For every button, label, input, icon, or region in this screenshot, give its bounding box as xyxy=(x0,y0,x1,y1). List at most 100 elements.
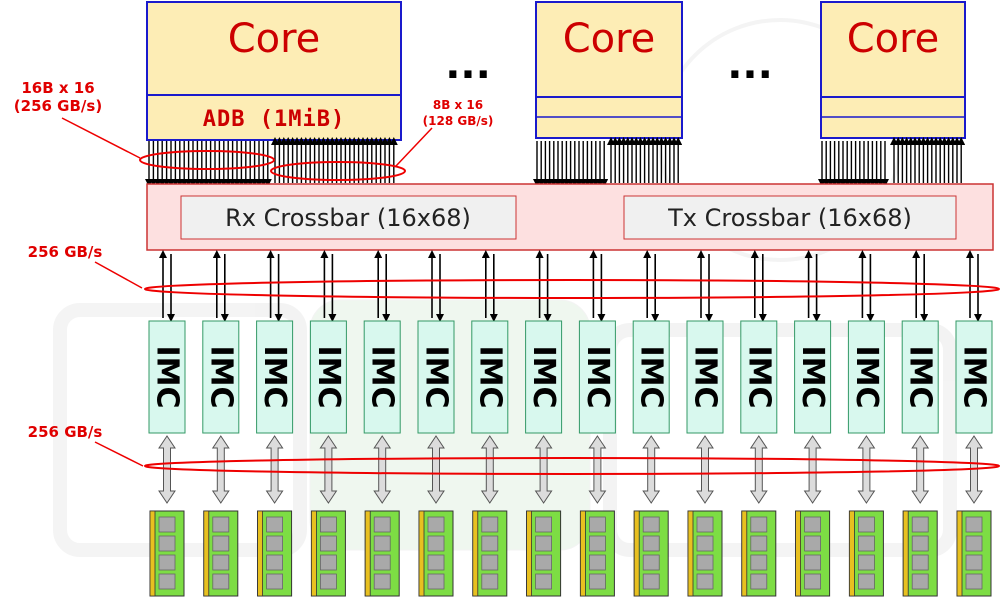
memory-chip xyxy=(750,573,768,590)
memory-chip xyxy=(319,554,337,571)
memory-chip xyxy=(589,573,606,590)
core-read-bw-line2: (256 GB/s) xyxy=(14,97,102,115)
imc-block: IMC xyxy=(256,320,294,434)
memory-chip xyxy=(535,516,552,533)
memory-bus-arrow xyxy=(803,435,822,504)
memory-chip xyxy=(319,573,337,590)
imc-block: IMC xyxy=(740,320,778,434)
memory-chip xyxy=(212,554,230,571)
memory-chip xyxy=(535,535,552,552)
memory-module xyxy=(848,510,884,597)
imc-block: IMC xyxy=(309,320,347,434)
memory-chip xyxy=(427,554,445,571)
memory-chip xyxy=(750,535,768,552)
imc-block: IMC xyxy=(363,320,401,434)
memory-chip xyxy=(965,535,983,552)
memory-bus-arrow xyxy=(158,435,176,504)
imc-label: IMC xyxy=(580,345,615,408)
memory-chip xyxy=(696,535,714,552)
memory-chip xyxy=(696,573,714,590)
memory-bus-arrow xyxy=(911,435,930,504)
memory-chip xyxy=(696,554,714,571)
memory-chip xyxy=(373,573,391,590)
memory-chip xyxy=(750,516,768,533)
imc-block: IMC xyxy=(202,320,240,434)
memory-chip xyxy=(696,516,714,533)
memory-chip xyxy=(427,535,445,552)
memory-chip xyxy=(804,573,821,590)
memory-chip xyxy=(535,573,552,590)
memory-chip xyxy=(911,516,929,533)
memory-chip xyxy=(266,554,284,571)
memory-chip xyxy=(642,573,660,590)
memory-chip xyxy=(373,554,391,571)
core-block-1: Core ADB (1MiB) xyxy=(146,1,402,141)
imc-label: IMC xyxy=(957,345,992,408)
memory-module xyxy=(364,510,400,597)
memory-bus-arrow xyxy=(319,435,338,504)
imc-block: IMC xyxy=(525,320,563,434)
core-read-bw-line1: 16B x 16 xyxy=(21,79,94,97)
imc-label: IMC xyxy=(903,345,938,408)
memory-chip xyxy=(481,516,499,533)
imc-block: IMC xyxy=(578,320,616,434)
memory-module xyxy=(795,510,831,597)
imc-block: IMC xyxy=(417,320,455,434)
memory-chip xyxy=(427,516,445,533)
memory-chip xyxy=(266,516,284,533)
imc-label: IMC xyxy=(257,345,292,408)
imc-label: IMC xyxy=(203,345,238,408)
imc-block: IMC xyxy=(686,320,724,434)
rx-crossbar-label: Rx Crossbar (16x68) xyxy=(225,204,471,232)
memory-chip xyxy=(212,573,230,590)
memory-module xyxy=(687,510,723,597)
memory-chip xyxy=(158,535,176,552)
memory-module xyxy=(526,510,562,597)
tx-crossbar-label: Tx Crossbar (16x68) xyxy=(667,204,912,232)
memory-chip xyxy=(589,516,606,533)
memory-bus-arrow xyxy=(749,435,768,504)
memory-module xyxy=(418,510,454,597)
memory-chip xyxy=(589,554,606,571)
core-label: Core xyxy=(847,16,940,62)
memory-chip xyxy=(804,535,821,552)
imc-row: IMC IMC IMC IMC IMC IMC IMC IMC IMC IMC IMC IMC IMC I… xyxy=(148,320,993,434)
imc-label: IMC xyxy=(741,345,776,408)
memory-chip xyxy=(911,535,929,552)
ellipsis-2: ... xyxy=(727,42,773,88)
memory-module xyxy=(203,510,239,597)
adb-cache-label: ADB (1MiB) xyxy=(203,107,345,132)
memory-chip xyxy=(158,516,176,533)
imc-label: IMC xyxy=(849,345,884,408)
imc-block: IMC xyxy=(901,320,939,434)
memory-bus-arrow xyxy=(857,435,876,504)
memory-module xyxy=(902,510,938,597)
ellipsis-1: ... xyxy=(445,42,491,88)
memory-chip xyxy=(858,554,875,571)
memory-module xyxy=(310,510,346,597)
imc-label: IMC xyxy=(795,345,830,408)
memory-chip xyxy=(858,516,875,533)
memory-chip xyxy=(642,535,660,552)
imc-block: IMC xyxy=(148,320,186,434)
memory-chip xyxy=(965,516,983,533)
imc-label: IMC xyxy=(311,345,346,408)
imc-block: IMC xyxy=(847,320,885,434)
core-block-2: Core xyxy=(535,1,683,139)
memory-module xyxy=(741,510,777,597)
imc-block: IMC xyxy=(471,320,509,434)
memory-chip xyxy=(158,573,176,590)
crossbar-imc-bw-label: 256 GB/s xyxy=(28,243,103,261)
memory-chip xyxy=(804,554,821,571)
memory-chip xyxy=(212,535,230,552)
memory-chip xyxy=(858,535,875,552)
imc-block: IMC xyxy=(955,320,993,434)
memory-module xyxy=(579,510,615,597)
memory-module xyxy=(472,510,508,597)
crossbar-block: Rx Crossbar (16x68) Tx Crossbar (16x68) xyxy=(146,183,994,251)
core-block-3: Core xyxy=(820,1,966,139)
memory-module xyxy=(956,510,992,597)
memory-chip xyxy=(911,573,929,590)
memory-module xyxy=(633,510,669,597)
